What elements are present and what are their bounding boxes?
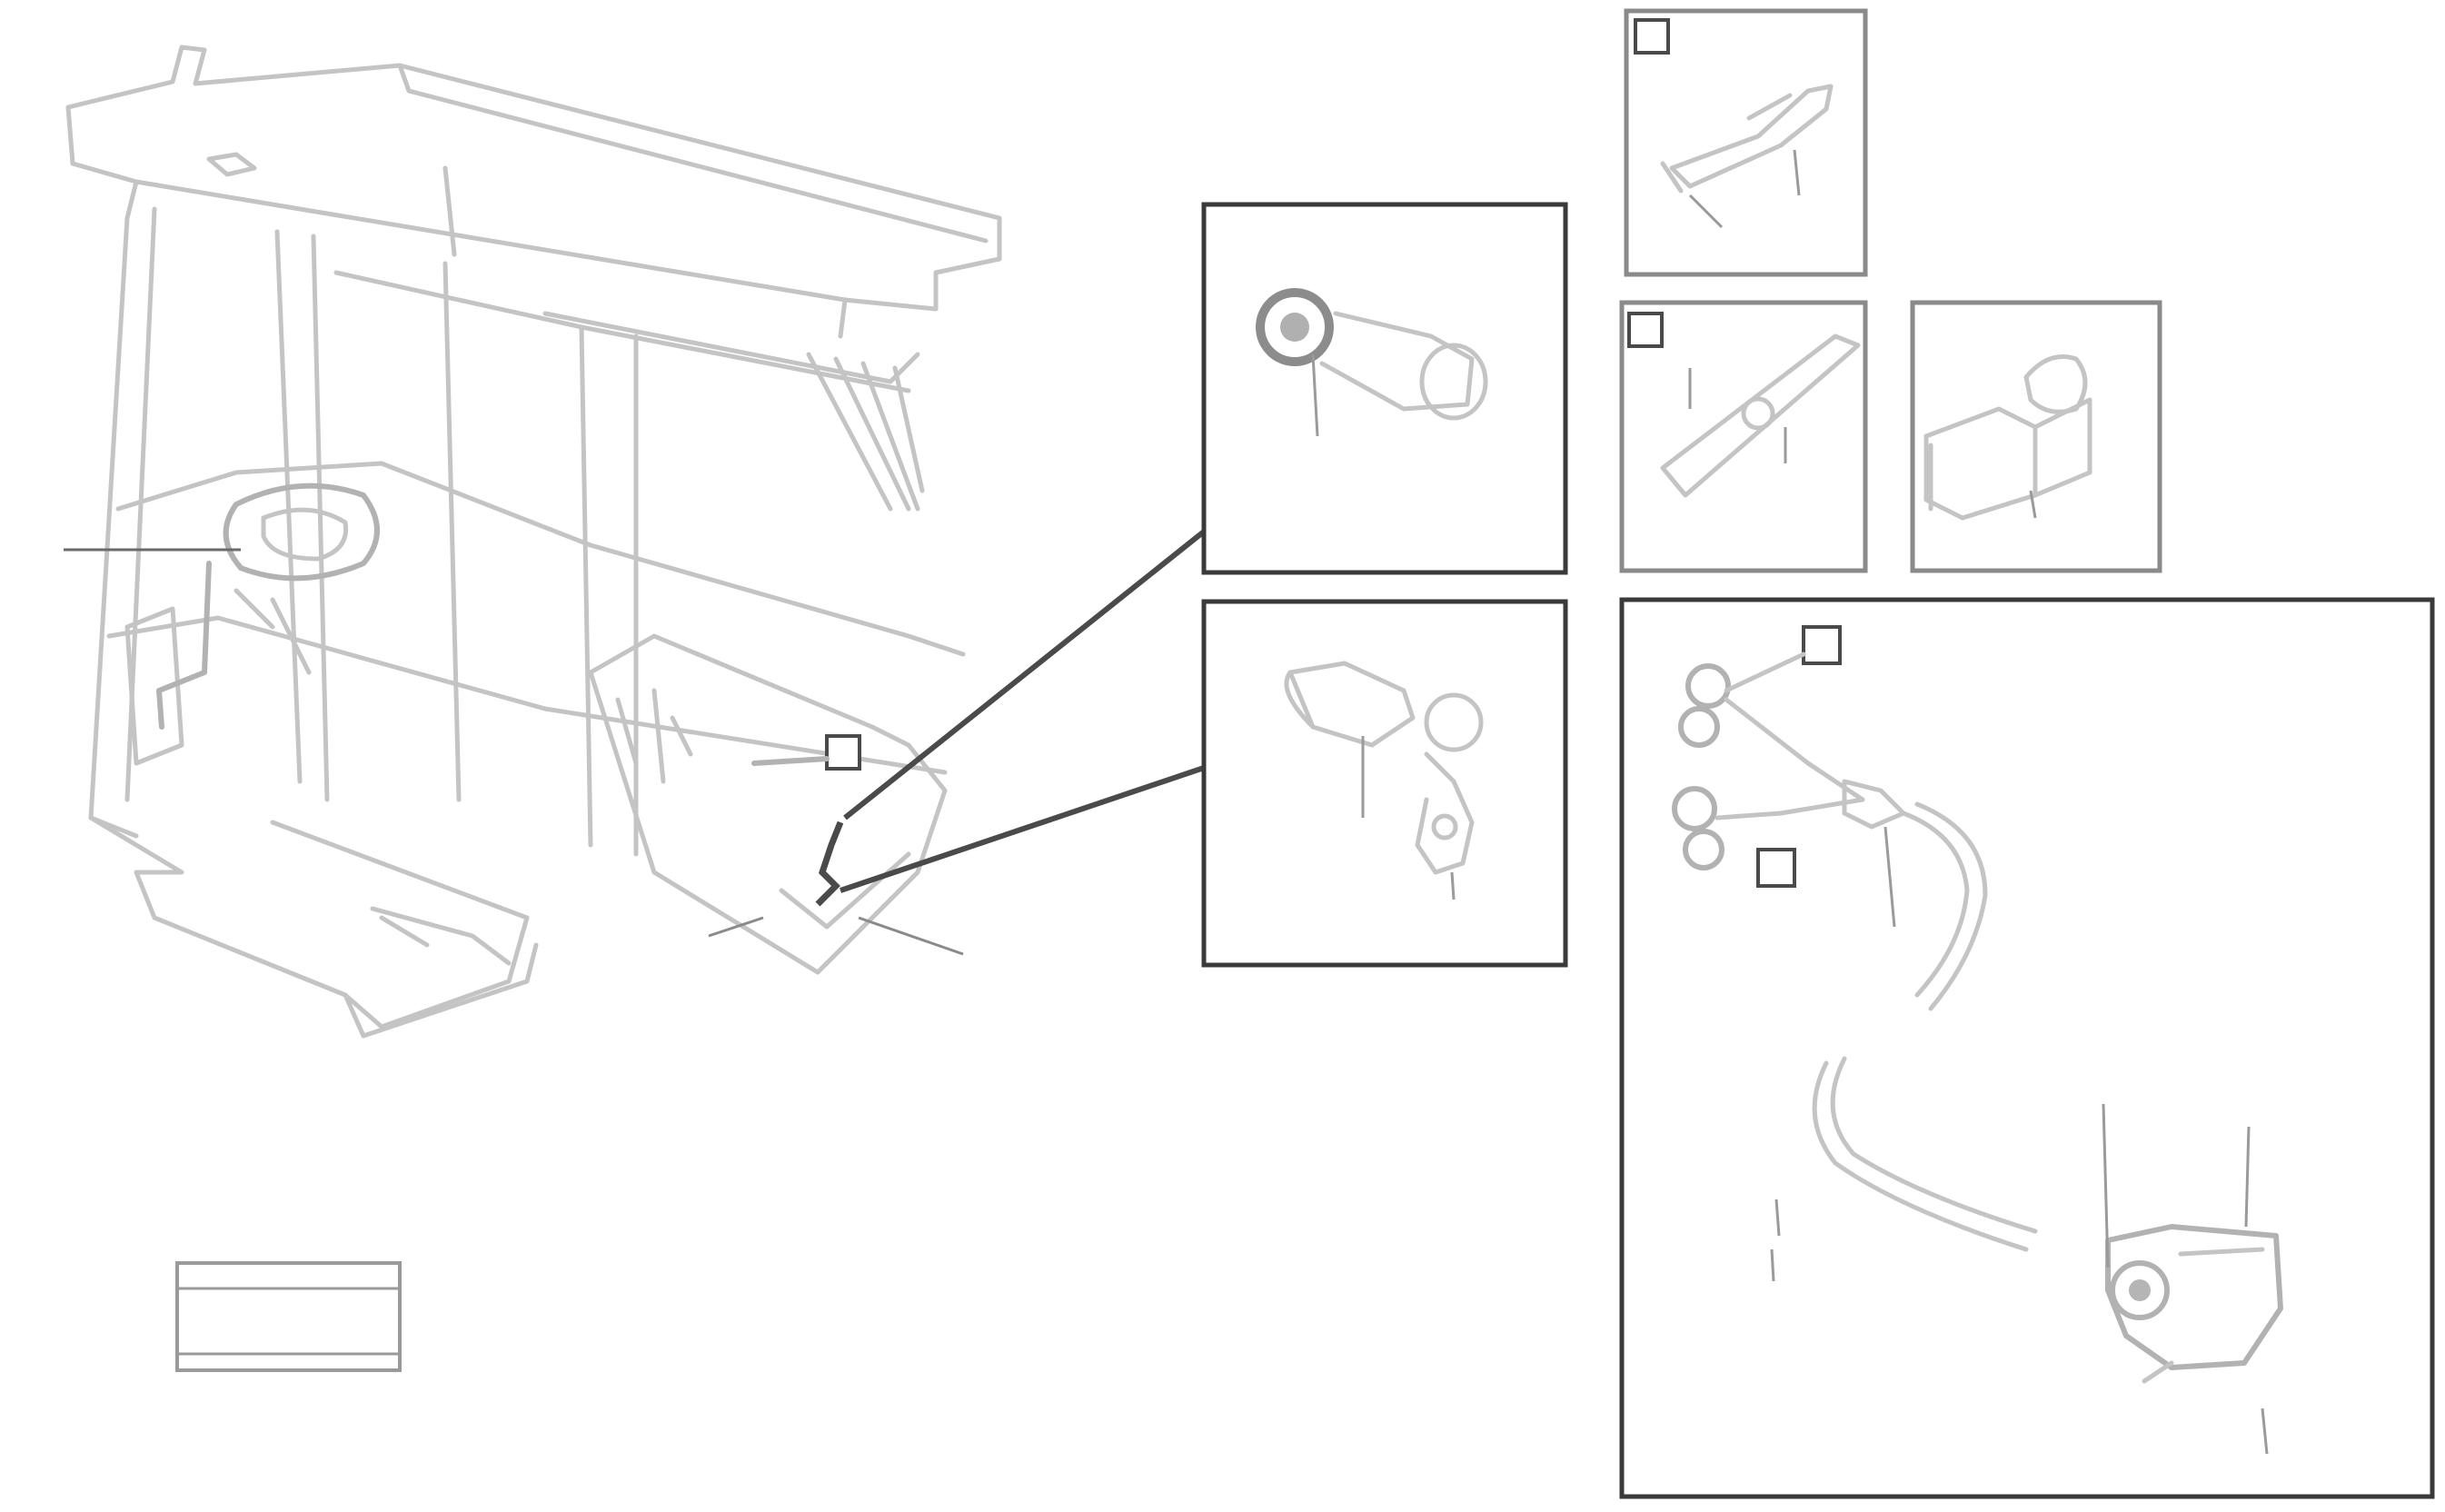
bar-panel-tag	[1627, 312, 1664, 348]
harness-tag-mid	[1756, 848, 1796, 888]
cab-overview-drawing	[65, 45, 1002, 1039]
detail-panel-harness	[1619, 597, 2435, 1499]
cab-reference-tag	[825, 734, 861, 771]
detail-panel-plug	[1201, 202, 1568, 575]
detail-panel-small	[1624, 8, 1868, 277]
leader-to-socket-panel	[840, 765, 1205, 893]
leader-to-plug-panel	[843, 529, 1206, 821]
harness-tag-top	[1802, 625, 1842, 665]
detail-panel-socket	[1201, 599, 1568, 968]
detail-panel-bar	[1619, 300, 1868, 573]
small-panel-tag	[1634, 18, 1670, 55]
detail-panel-block	[1910, 300, 2162, 573]
drawing-stamp	[175, 1261, 402, 1372]
